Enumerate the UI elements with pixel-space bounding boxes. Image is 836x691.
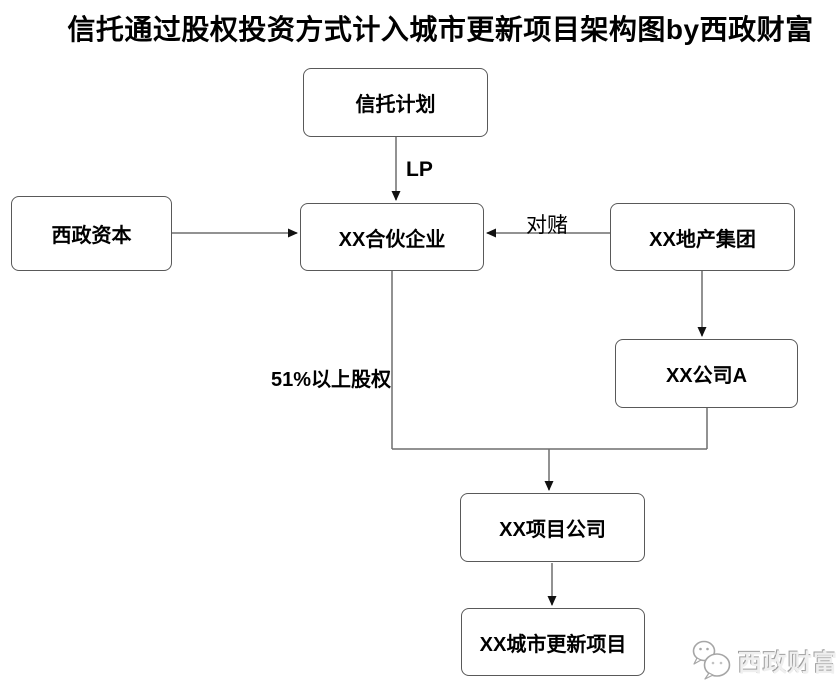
- brand-watermark-text: 西政财富: [738, 649, 836, 677]
- node-partnership: XX合伙企业: [300, 203, 484, 271]
- wechat-chat-bubbles-icon: [692, 640, 731, 680]
- node-xizheng-capital-label: 西政资本: [51, 225, 132, 247]
- node-urban-renewal-project: XX城市更新项目: [461, 608, 645, 676]
- diagram-title: 信托通过股权投资方式计入城市更新项目架构图by西政财富: [67, 14, 814, 45]
- node-project-company: XX项目公司: [460, 493, 645, 562]
- brand-watermark: 西政财富: [690, 637, 836, 683]
- node-company-a: XX公司A: [615, 339, 798, 408]
- node-partnership-label: XX合伙企业: [338, 228, 446, 251]
- node-xizheng-capital: 西政资本: [11, 196, 172, 271]
- edge-label-majority-equity: 51%以上股权: [271, 369, 392, 391]
- node-real-estate-group: XX地产集团: [610, 203, 795, 271]
- node-project-company-label: XX项目公司: [499, 519, 606, 541]
- node-trust-plan: 信托计划: [303, 68, 488, 137]
- node-company-a-label: XX公司A: [665, 365, 748, 387]
- edge-label-lp: LP: [406, 158, 433, 181]
- edge-label-vam-bet: 对赌: [526, 214, 568, 237]
- node-urban-renewal-project-label: XX城市更新项目: [479, 633, 627, 656]
- node-real-estate-group-label: XX地产集团: [649, 228, 756, 251]
- node-trust-plan-label: 信托计划: [355, 94, 436, 116]
